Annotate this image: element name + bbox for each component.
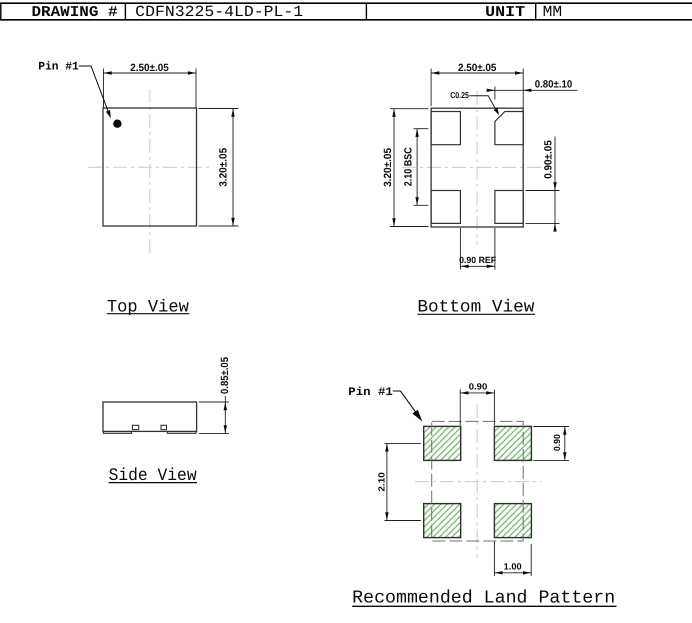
svg-text:1.00: 1.00 — [504, 562, 522, 572]
svg-text:2.50±.05: 2.50±.05 — [458, 62, 497, 74]
svg-text:Pin #1: Pin #1 — [38, 60, 79, 73]
svg-text:C0.25: C0.25 — [450, 90, 469, 100]
svg-text:0.90: 0.90 — [469, 381, 488, 391]
svg-text:0.85±.05: 0.85±.05 — [219, 357, 231, 394]
svg-text:Side View: Side View — [109, 466, 197, 486]
svg-text:2.10: 2.10 — [377, 472, 387, 492]
svg-text:0.90: 0.90 — [552, 434, 562, 451]
svg-text:Top View: Top View — [107, 297, 189, 317]
svg-text:0.90±.05: 0.90±.05 — [542, 140, 554, 179]
svg-text:DRAWING #: DRAWING # — [32, 4, 118, 21]
svg-text:2.10 BSC: 2.10 BSC — [402, 147, 414, 186]
svg-text:Recommended Land Pattern: Recommended Land Pattern — [352, 589, 615, 609]
svg-text:Bottom View: Bottom View — [417, 298, 534, 318]
svg-text:CDFN3225-4LD-PL-1: CDFN3225-4LD-PL-1 — [135, 3, 303, 21]
svg-text:UNIT: UNIT — [485, 4, 525, 21]
svg-text:0.80±.10: 0.80±.10 — [535, 78, 573, 90]
svg-text:3.20±.05: 3.20±.05 — [382, 148, 394, 187]
svg-text:3.20±.05: 3.20±.05 — [217, 148, 229, 187]
svg-text:2.50±.05: 2.50±.05 — [130, 62, 169, 74]
svg-text:Pin #1: Pin #1 — [348, 386, 393, 399]
svg-text:MM: MM — [543, 3, 563, 21]
svg-text:0.90 REF: 0.90 REF — [459, 255, 496, 265]
